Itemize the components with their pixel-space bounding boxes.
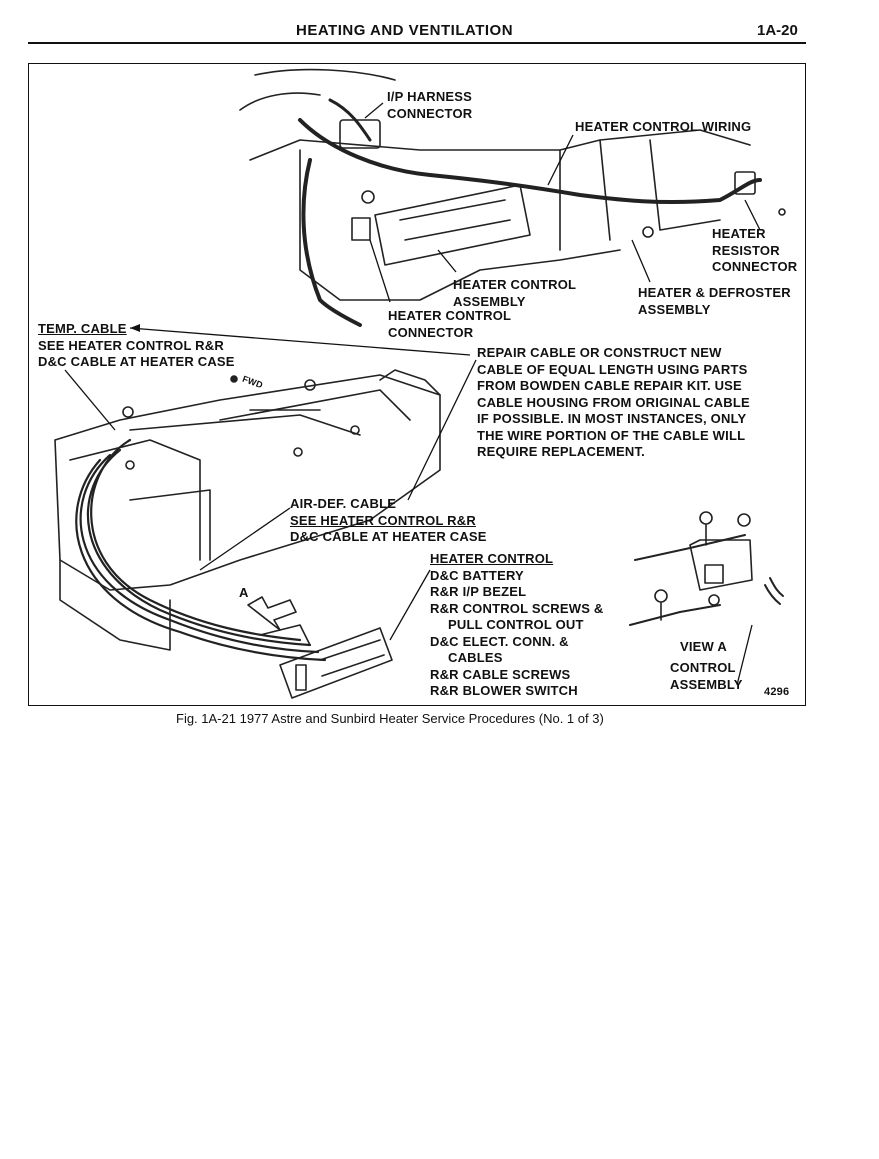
section-title: HEATING AND VENTILATION — [296, 22, 514, 39]
step-line: R&R CONTROL SCREWS & — [430, 600, 604, 616]
label-line: D&C CABLE AT HEATER CASE — [38, 354, 235, 369]
control-assembly-label: CONTROL ASSEMBLY — [670, 660, 743, 693]
heater-resistor-label: HEATER RESISTOR CONNECTOR — [712, 226, 797, 276]
label-line: HEATER CONTROL — [388, 308, 512, 323]
label-line: I/P HARNESS — [387, 89, 473, 104]
heater-control-assembly-label: HEATER CONTROL ASSEMBLY — [453, 277, 576, 310]
view-a-label: VIEW A — [680, 639, 727, 654]
note-line: REQUIRE REPLACEMENT. — [477, 444, 645, 459]
repair-note: REPAIR CABLE OR CONSTRUCT NEW CABLE OF E… — [477, 345, 750, 461]
view-a-marker: A — [239, 585, 249, 600]
label-line: HEATER — [712, 226, 766, 241]
label-title: TEMP. CABLE — [38, 321, 127, 336]
step-line: CABLES — [448, 650, 503, 665]
label-line: SEE HEATER CONTROL R&R — [290, 512, 476, 528]
header-rule — [28, 42, 806, 44]
figure-caption: Fig. 1A-21 1977 Astre and Sunbird Heater… — [176, 711, 604, 726]
temp-cable-label: TEMP. CABLE SEE HEATER CONTROL R&R D&C C… — [38, 321, 235, 371]
figure-number: 4296 — [764, 686, 790, 698]
note-line: IF POSSIBLE. IN MOST INSTANCES, ONLY — [477, 411, 747, 426]
temp-cable-arrow — [130, 324, 140, 332]
label-line: SEE HEATER CONTROL R&R — [38, 337, 224, 353]
figure-frame — [28, 63, 806, 706]
label-line: HEATER CONTROL — [453, 277, 577, 292]
label-line: D&C CABLE AT HEATER CASE — [290, 529, 487, 544]
step-line: PULL CONTROL OUT — [448, 617, 584, 632]
heater-control-wiring-label: HEATER CONTROL WIRING — [575, 119, 752, 134]
heater-control-connector-label: HEATER CONTROL CONNECTOR — [388, 308, 511, 341]
label-title: AIR-DEF. CABLE — [290, 496, 397, 511]
label-line: ASSEMBLY — [638, 301, 711, 317]
note-line: FROM BOWDEN CABLE REPAIR KIT. USE — [477, 378, 742, 393]
note-line: CABLE HOUSING FROM ORIGINAL CABLE — [477, 394, 750, 410]
steps-title: HEATER CONTROL — [430, 551, 554, 566]
label-line: ASSEMBLY — [453, 293, 526, 309]
step-line: R&R I/P BEZEL — [430, 584, 527, 599]
step-line: R&R CABLE SCREWS — [430, 666, 571, 682]
air-def-cable-label: AIR-DEF. CABLE SEE HEATER CONTROL R&R D&… — [290, 496, 487, 546]
label-line: CONNECTOR — [387, 105, 473, 121]
label-line: CONNECTOR — [388, 324, 474, 340]
label-line: RESISTOR — [712, 242, 780, 258]
ip-harness-label: I/P HARNESS CONNECTOR — [387, 89, 472, 122]
step-line: R&R BLOWER SWITCH — [430, 683, 578, 698]
note-line: THE WIRE PORTION OF THE CABLE WILL — [477, 427, 746, 443]
step-line: D&C BATTERY — [430, 567, 524, 583]
note-line: REPAIR CABLE OR CONSTRUCT NEW — [477, 345, 722, 360]
heater-defroster-label: HEATER & DEFROSTER ASSEMBLY — [638, 285, 791, 318]
step-line: D&C ELECT. CONN. & — [430, 633, 569, 649]
label-line: CONNECTOR — [712, 259, 798, 274]
heater-control-steps: HEATER CONTROL D&C BATTERY R&R I/P BEZEL… — [430, 551, 603, 700]
label-line: HEATER & DEFROSTER — [638, 285, 791, 300]
note-line: CABLE OF EQUAL LENGTH USING PARTS — [477, 361, 748, 377]
label-line: ASSEMBLY — [670, 676, 743, 692]
page-number: 1A-20 — [757, 22, 798, 39]
label-line: CONTROL — [670, 660, 736, 675]
